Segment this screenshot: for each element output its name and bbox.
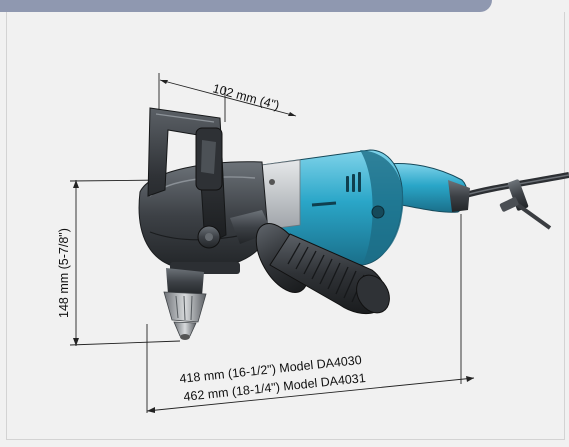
dimension-label-top-width: 102 mm (4") [211,81,281,112]
dimension-arrows [73,80,474,413]
dimension-lines [69,73,475,413]
side-handle [230,210,390,315]
motor-body [261,149,404,266]
header-bar [0,0,492,12]
dimension-label-height: 148 mm (5-7/8") [57,228,71,318]
loop-handle [147,107,227,249]
drill-chuck [163,268,207,340]
power-cord [461,172,569,230]
